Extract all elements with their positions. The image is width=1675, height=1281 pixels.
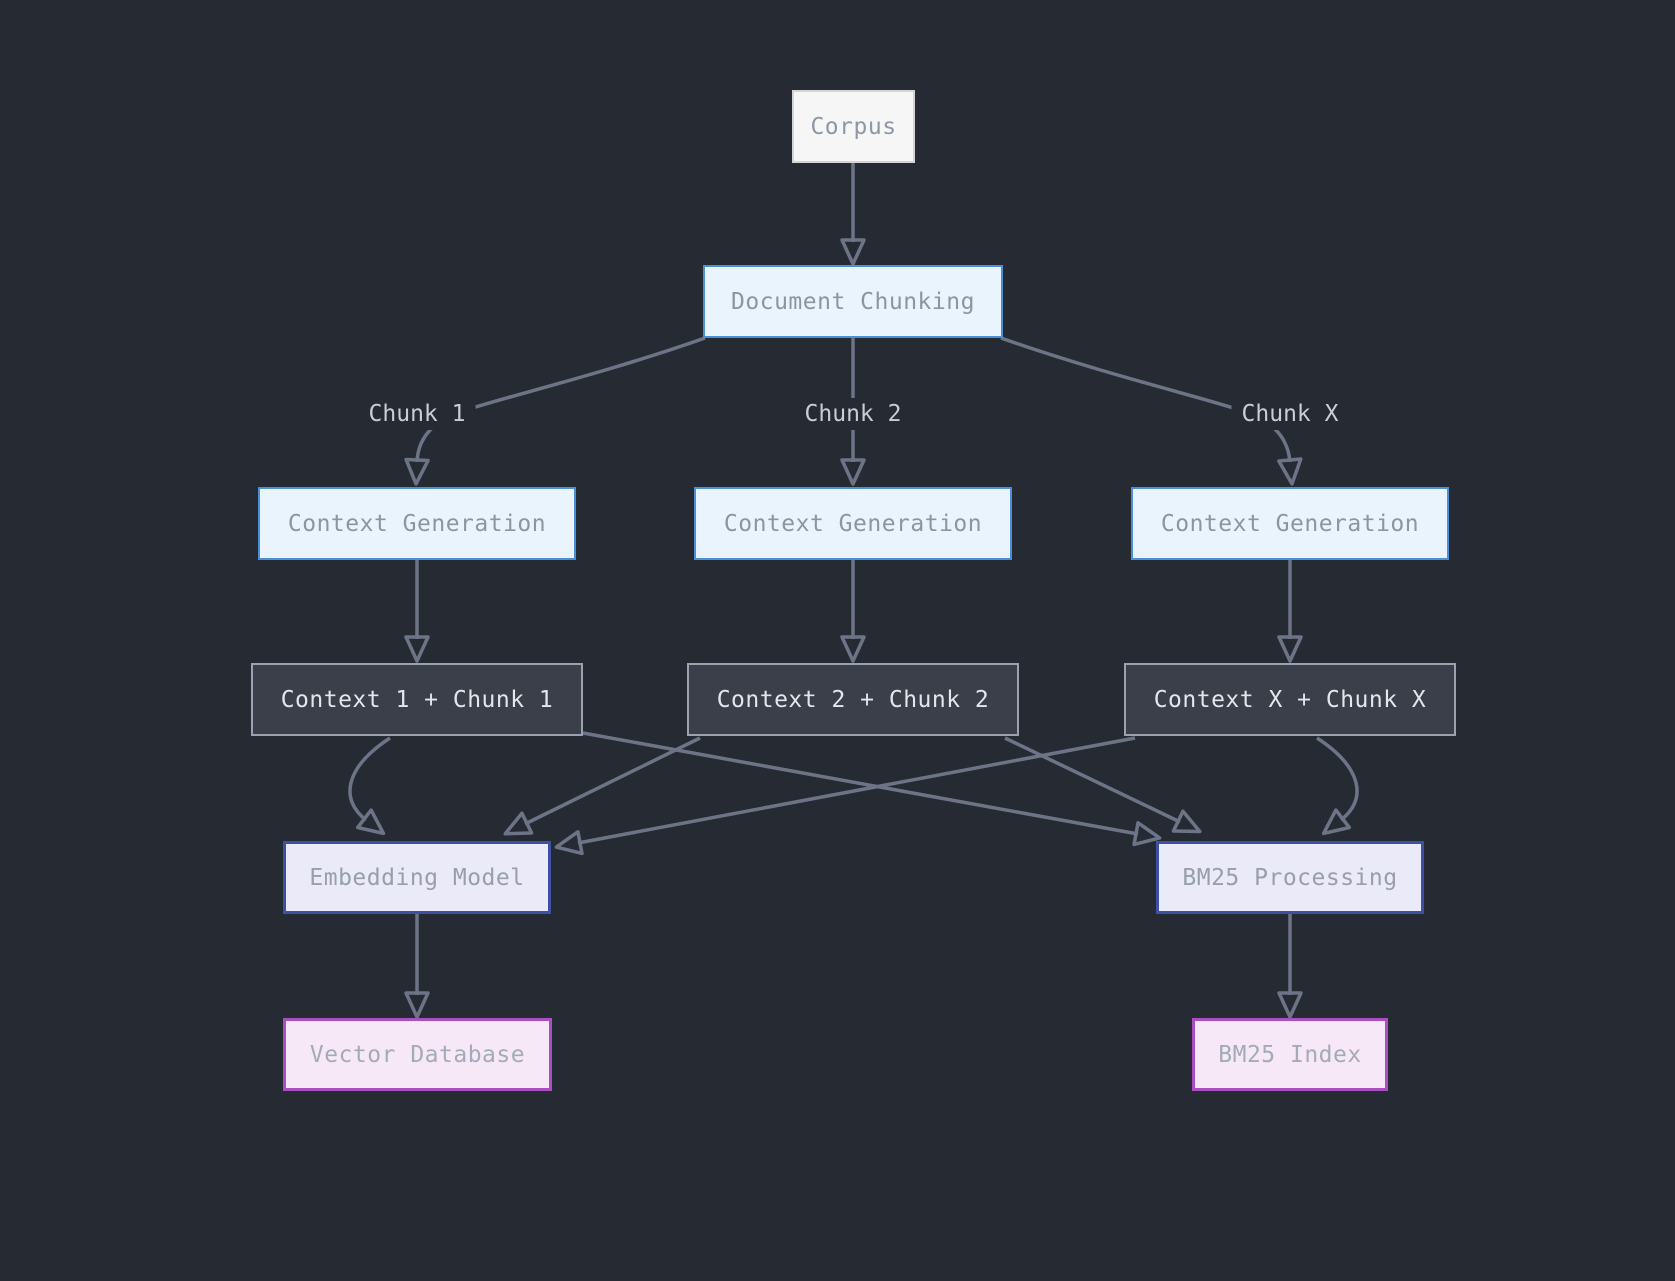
edge-document-chunking-to-context-generation-1 [404, 336, 706, 486]
edge-context-chunk-2-to-embedding-model [503, 736, 701, 836]
edge-context-chunk-1-to-embedding-model [348, 736, 391, 836]
node-context-chunk-x: Context X + Chunk X [1124, 663, 1456, 736]
edge-context-chunk-x-to-embedding-model [554, 736, 1136, 856]
node-context-chunk-1: Context 1 + Chunk 1 [251, 663, 583, 736]
edge-context-chunk-1-to-bm25-processing [582, 731, 1162, 847]
node-context-generation-2: Context Generation [694, 487, 1012, 560]
node-corpus: Corpus [792, 90, 915, 163]
edge-label-chunk-x: Chunk X [1231, 398, 1349, 430]
node-context-generation-1: Context Generation [258, 487, 576, 560]
edge-label-chunk-1: Chunk 1 [358, 398, 476, 430]
node-bm25-processing: BM25 Processing [1156, 841, 1424, 914]
edge-label-chunk-2: Chunk 2 [794, 398, 912, 430]
node-document-chunking: Document Chunking [703, 265, 1003, 338]
node-context-generation-x: Context Generation [1131, 487, 1449, 560]
node-context-chunk-2: Context 2 + Chunk 2 [687, 663, 1019, 736]
node-vector-database: Vector Database [283, 1018, 552, 1091]
node-bm25-index: BM25 Index [1192, 1018, 1388, 1091]
node-embedding-model: Embedding Model [283, 841, 551, 914]
edge-document-chunking-to-context-generation-x [1000, 336, 1303, 486]
edge-context-chunk-2-to-bm25-processing [1004, 736, 1202, 834]
edge-context-chunk-x-to-bm25-processing [1316, 736, 1359, 836]
